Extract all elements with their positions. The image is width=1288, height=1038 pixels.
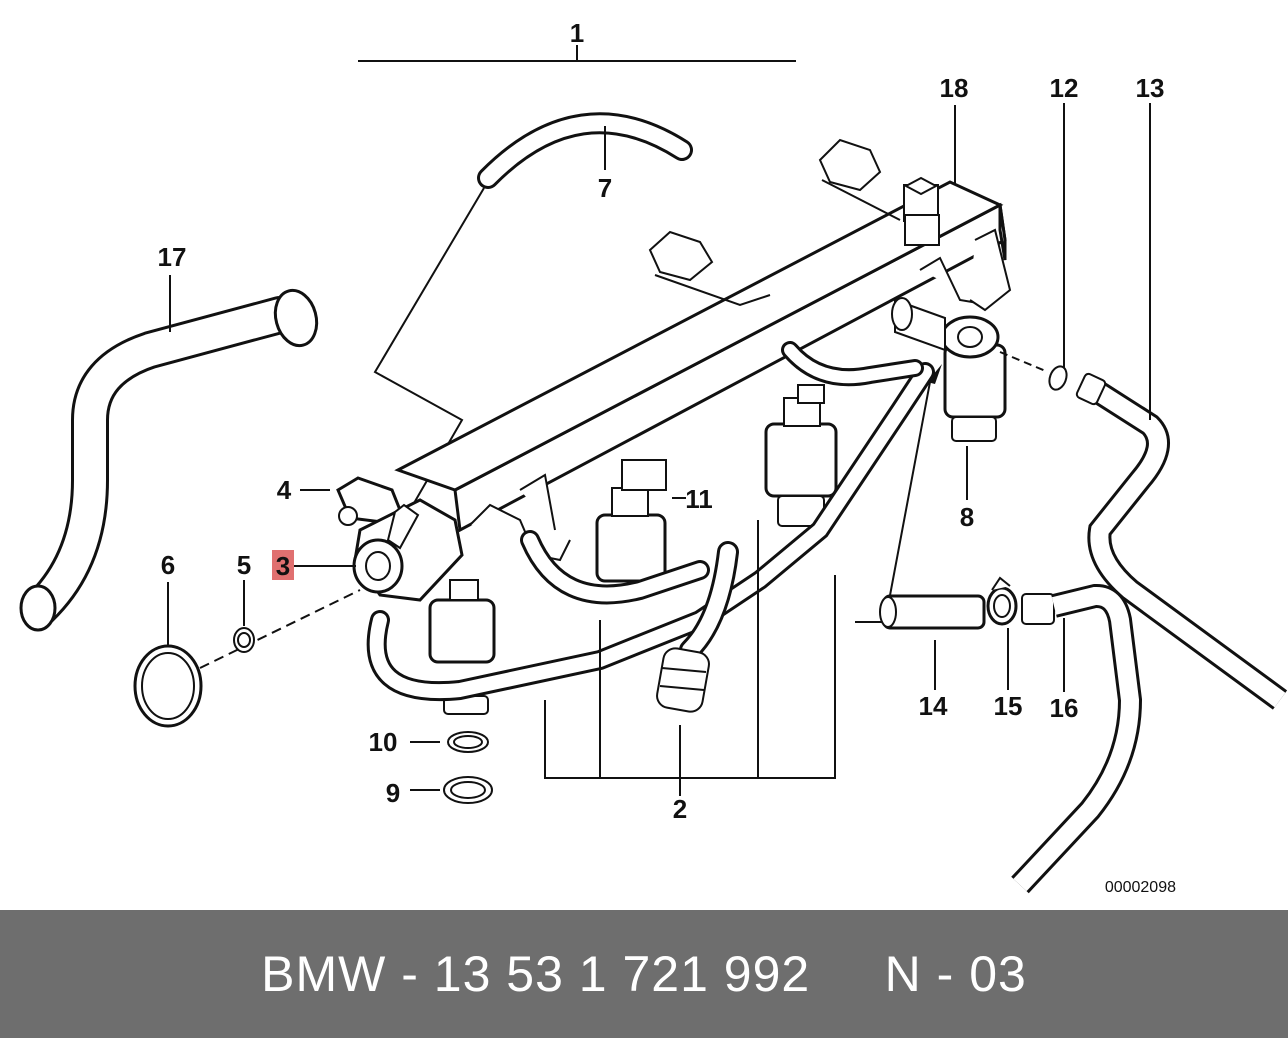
- injector-4: [891, 297, 1007, 442]
- callout-14[interactable]: 14: [919, 691, 948, 721]
- diagram-reference-number: 00002098: [1105, 879, 1176, 896]
- callout-8[interactable]: 8: [960, 502, 974, 532]
- part-7-hose: [477, 112, 693, 189]
- callout-18[interactable]: 18: [940, 73, 969, 103]
- part-15-clamp: [986, 576, 1018, 626]
- part-number-caption: BMW - 13 53 1 721 992 N - 03: [261, 946, 1027, 1002]
- leader-2-bracket: [544, 575, 836, 779]
- part-3-pressure-regulator: [336, 476, 464, 602]
- part-13-fuel-line: [1075, 372, 1288, 710]
- callout-7[interactable]: 7: [598, 173, 612, 203]
- callout-17[interactable]: 17: [158, 242, 187, 272]
- callout-9[interactable]: 9: [386, 778, 400, 808]
- part-18-fuel-rail: [394, 138, 1012, 562]
- callout-5[interactable]: 5: [237, 550, 251, 580]
- callout-3-highlight: [272, 550, 294, 580]
- callout-3[interactable]: 3: [276, 551, 290, 581]
- part-14-hose-piece: [879, 594, 986, 630]
- callout-12[interactable]: 12: [1050, 73, 1079, 103]
- callout-11[interactable]: 11: [685, 484, 713, 514]
- callout-10[interactable]: 10: [369, 727, 398, 757]
- parts-diagram: 1 2 3 4 5 6 7 8 9 10 11 12 13 14 15 16 1…: [19, 18, 1288, 896]
- injector-3: [764, 384, 838, 527]
- callout-13[interactable]: 13: [1136, 73, 1165, 103]
- diagram-canvas: 1 2 3 4 5 6 7 8 9 10 11 12 13 14 15 16 1…: [19, 18, 1288, 896]
- callout-15[interactable]: 15: [994, 691, 1023, 721]
- part-12-o-ring: [1048, 365, 1068, 391]
- part-2-vacuum-hoses: [366, 341, 935, 713]
- callout-1[interactable]: 1: [570, 18, 584, 48]
- injector-2: [595, 459, 667, 583]
- injector-1: [428, 579, 496, 715]
- callout-16[interactable]: 16: [1050, 693, 1079, 723]
- footer-bar: BMW - 13 53 1 721 992 N - 03: [0, 910, 1288, 1038]
- part-17-hose: [19, 288, 319, 632]
- leader-3-axis: [199, 589, 361, 669]
- part-16-fuel-hose: [1011, 584, 1143, 894]
- callout-6[interactable]: 6: [161, 550, 175, 580]
- callout-2[interactable]: 2: [673, 794, 687, 824]
- callout-4[interactable]: 4: [277, 475, 292, 505]
